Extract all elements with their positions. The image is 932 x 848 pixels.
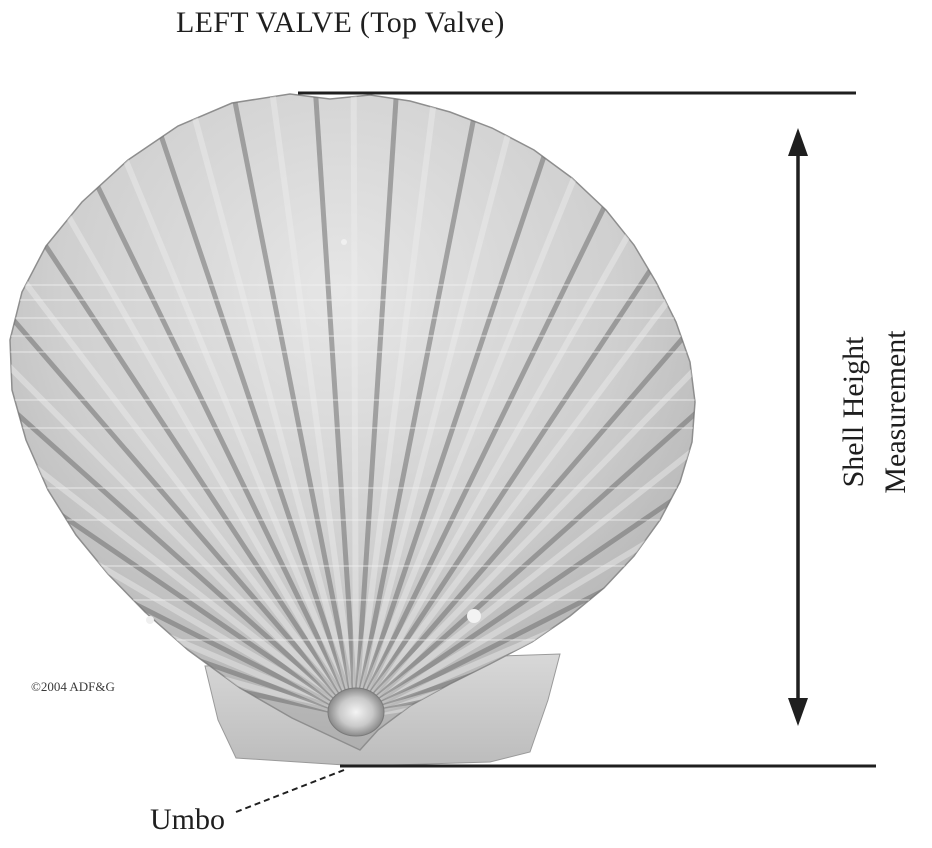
shell-spot [467,609,481,623]
double-headed-arrow [788,128,808,726]
shell-spot [341,239,347,245]
shell-height-label: Shell Height Measurement [833,232,929,592]
shell-rib-highlight [353,16,356,716]
measurement-label-line1: Shell Height [833,232,875,592]
measurement-label-line2: Measurement [875,232,917,592]
arrow-head-down [788,698,808,726]
umbo-marker [328,688,384,736]
umbo-leader-line [236,770,344,812]
arrow-head-up [788,128,808,156]
umbo-label: Umbo [150,803,225,837]
shell-spot [146,616,154,624]
scallop-shell-icon [0,16,932,750]
copyright-notice: ©2004 ADF&G [31,679,115,695]
